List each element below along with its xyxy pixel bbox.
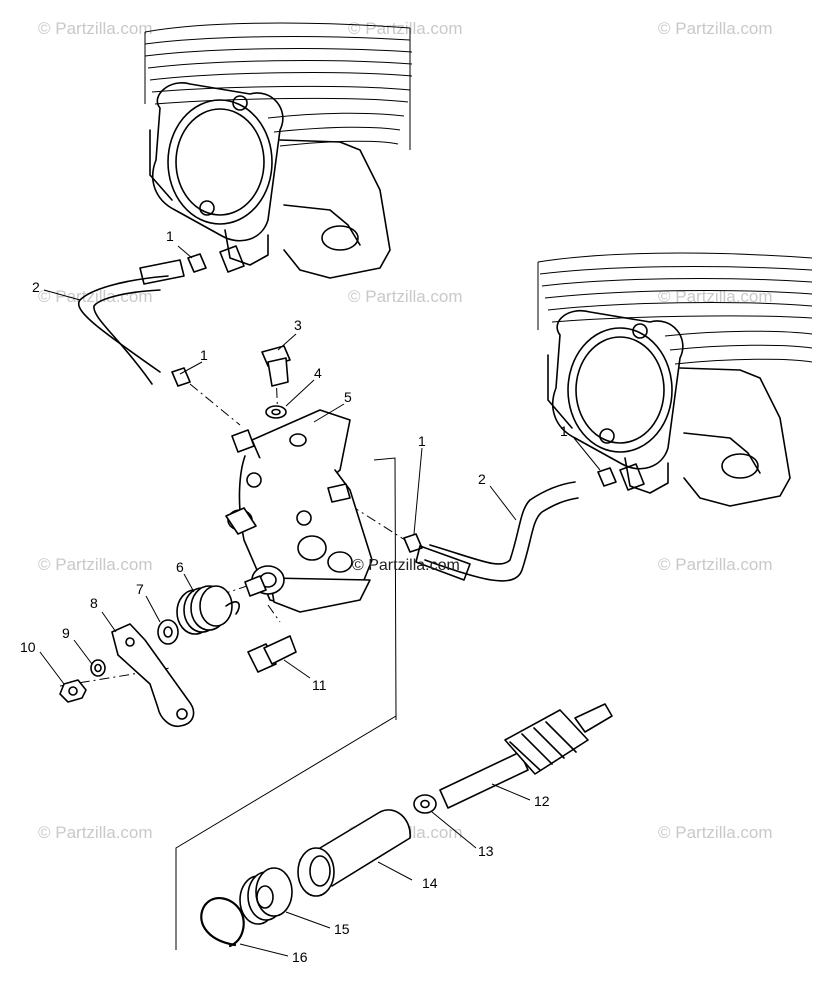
callout-8: 8: [90, 595, 98, 611]
callout-labels: 1 2 1 3 4 5 1 2 1 6 7 8 9 10 11 12 13 14…: [20, 228, 568, 965]
center-watermark: © Partzilla.com: [352, 557, 460, 574]
cylinder-upper-drawing: [144, 22, 413, 279]
watermark: © Partzilla.com: [658, 287, 773, 306]
watermark: © Partzilla.com: [38, 287, 153, 306]
bolt-washer-drawing: [261, 345, 291, 419]
callout-13: 13: [478, 843, 494, 859]
circlip-drawing: [200, 897, 245, 948]
callout-3: 3: [294, 317, 302, 333]
bolt-11-drawing: [247, 635, 297, 673]
watermark: © Partzilla.com: [348, 19, 463, 38]
callout-4: 4: [314, 365, 322, 381]
cylinder-right-drawing: [537, 252, 813, 507]
oil-line-left-drawing: [77, 259, 185, 385]
callout-11: 11: [312, 677, 327, 693]
callout-1: 1: [166, 228, 174, 244]
sleeve-drawing: [297, 809, 411, 897]
oil-pump-drawing: [225, 409, 373, 613]
callout-leaders: [39, 245, 601, 957]
lever-spring-drawing: [59, 585, 240, 728]
watermark: © Partzilla.com: [658, 823, 773, 842]
drive-shaft-drawing: [439, 703, 613, 809]
watermark: © Partzilla.com: [38, 823, 153, 842]
callout-14: 14: [422, 875, 438, 891]
callout-2: 2: [32, 279, 40, 295]
callout-12: 12: [534, 793, 550, 809]
washer-13-drawing: [413, 794, 437, 814]
callout-1: 1: [560, 423, 568, 439]
watermark: © Partzilla.com: [658, 555, 773, 574]
callout-1: 1: [200, 347, 208, 363]
watermarks: © Partzilla.com © Partzilla.com © Partzi…: [38, 19, 773, 842]
callout-10: 10: [20, 639, 36, 655]
callout-7: 7: [136, 581, 144, 597]
seal-drawing: [239, 867, 293, 925]
callout-6: 6: [176, 559, 184, 575]
callout-2: 2: [478, 471, 486, 487]
callout-15: 15: [334, 921, 350, 937]
callout-9: 9: [62, 625, 70, 641]
watermark: © Partzilla.com: [348, 287, 463, 306]
callout-5: 5: [344, 389, 352, 405]
watermark: © Partzilla.com: [38, 19, 153, 38]
fittings: [219, 245, 645, 491]
callout-1: 1: [418, 433, 426, 449]
watermark: © Partzilla.com: [658, 19, 773, 38]
callout-16: 16: [292, 949, 308, 965]
watermark: © Partzilla.com: [38, 555, 153, 574]
clamp-drawing: [171, 253, 617, 553]
oil-line-right-drawing: [415, 481, 579, 582]
